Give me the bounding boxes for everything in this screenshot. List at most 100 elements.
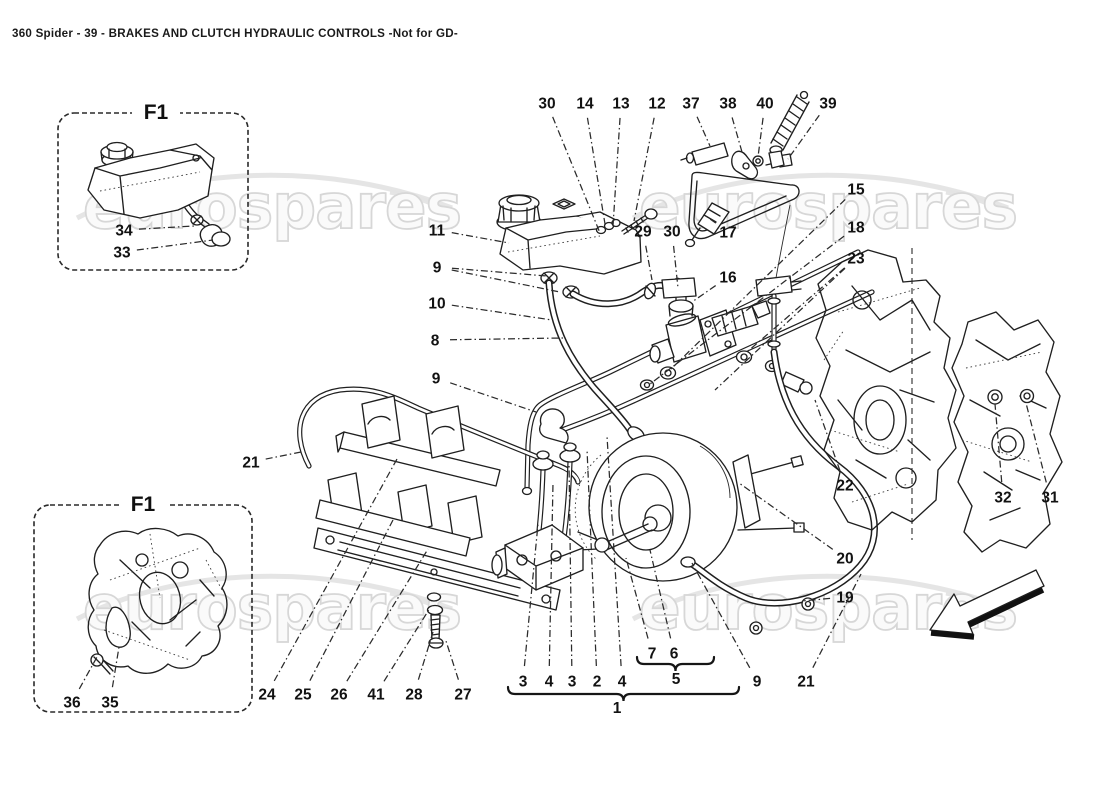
leader-line [612,117,621,227]
callout-22: 22 [836,478,853,495]
callout-1: 1 [613,700,622,717]
leader-line [994,403,1003,483]
callout-4: 4 [545,674,554,691]
callout-7: 7 [648,646,657,663]
leader-line [417,631,434,680]
inset-reservoir-drawing [87,141,231,247]
pipe-clamp-brackets-drawing [313,395,561,611]
pipe-loop-drawing [684,171,800,279]
inset-top-label: F1 [144,101,169,124]
reservoir-tank-drawing [496,194,642,299]
callout-21: 21 [797,674,815,691]
leader-line [649,235,845,385]
leader-line [111,646,120,688]
leader-line [649,549,672,639]
inset-box-top: F1 [57,101,249,271]
gearbox-casing-far-right-drawing [951,311,1063,553]
leader-line [606,435,622,667]
watermark-text: eurospares [639,170,1017,243]
leader-line [645,245,653,281]
leader-line [78,656,98,690]
leader-line [801,597,831,602]
drawing-layer: F1 F1 [33,90,1063,713]
callout-34: 34 [115,223,133,240]
callout-26: 26 [330,687,348,704]
leader-line [451,267,548,277]
callout-40: 40 [756,96,773,113]
leader-line [1025,402,1047,483]
leader-line [714,267,846,391]
leader-line [696,116,711,147]
callout-9: 9 [432,371,441,388]
callout-10: 10 [428,296,445,313]
mounting-bolt-drawing [426,592,444,649]
valve-block-drawing [491,408,584,591]
leader-line [265,451,302,460]
leader-line [451,232,510,244]
inset-gearbox-drawing [87,527,228,675]
callout-21: 21 [242,455,260,472]
flexible-hose-drawing [680,348,878,607]
watermark: eurospares [75,570,463,645]
direction-arrow-icon [929,569,1045,640]
leader-line [814,399,841,472]
callout-31: 31 [1041,490,1059,507]
callout-17: 17 [719,225,736,242]
leader-line [309,519,394,681]
callout-18: 18 [847,220,865,237]
callout-30: 30 [663,224,680,241]
callout-11: 11 [429,223,446,240]
leader-line [757,117,764,158]
leader-line [633,117,655,222]
callout-39: 39 [819,96,837,113]
callout-5: 5 [672,671,681,688]
brake-booster-drawing [574,432,805,582]
callout-36: 36 [63,695,81,712]
callout-14: 14 [576,96,594,113]
callout-8: 8 [431,333,440,350]
leader-line [568,462,573,667]
leader-line [812,573,862,668]
callout-33: 33 [113,245,131,262]
leader-line [451,304,553,321]
callout-27: 27 [454,687,471,704]
group-brace [635,655,716,672]
callout-30: 30 [538,96,555,113]
callout-28: 28 [405,687,423,704]
page-title: 360 Spider - 39 - BRAKES AND CLUTCH HYDR… [12,27,458,40]
callout-9: 9 [433,260,442,277]
callout-2: 2 [593,674,602,691]
tee-fittings [661,275,802,353]
leader-line [787,114,820,160]
callout-13: 13 [612,96,630,113]
leader-line [523,523,539,667]
gearbox-casing-right-drawing [749,248,957,635]
leader-line [672,245,679,289]
brake-pipes [521,249,875,496]
leader-line [691,285,717,303]
inset-box-bottom: F1 [33,493,253,713]
watermark-swoosh-tail [945,189,1011,230]
leader-line [450,382,537,413]
callout-9: 9 [753,674,762,691]
leader-line [670,199,846,370]
leader-line [451,269,561,293]
leader-line [449,337,564,341]
callout-24: 24 [258,687,276,704]
callout-15: 15 [847,182,865,199]
leader-line [705,215,717,224]
callout-19: 19 [836,590,854,607]
inset-bottom-label: F1 [131,493,156,516]
leader-line [136,239,214,251]
callout-20: 20 [836,551,853,568]
callout-3: 3 [568,674,577,691]
callout-32: 32 [994,490,1011,507]
callout-4: 4 [618,674,627,691]
clutch-pipe-fasteners [680,90,810,180]
callout-6: 6 [670,646,679,663]
callout-3: 3 [519,674,528,691]
hydraulic-hoses [545,277,683,442]
